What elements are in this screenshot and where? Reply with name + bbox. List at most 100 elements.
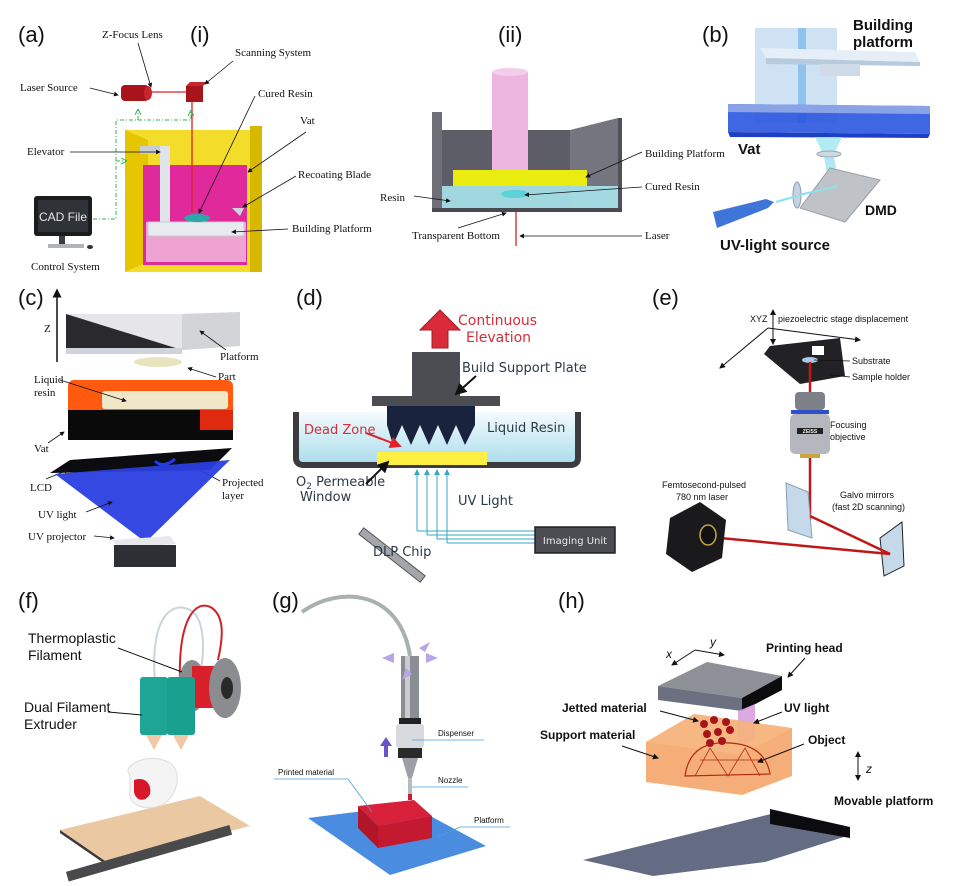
label-projected-layer-1: Projected [222, 477, 264, 489]
label-liquid-resin-2: resin [34, 387, 56, 399]
control-signal-lines [93, 110, 191, 220]
panel-h: (h) x y Printing head Jetted material UV… [540, 580, 955, 886]
label-y-h: y [709, 635, 717, 649]
filament-red [178, 604, 223, 683]
label-z-focus-lens: Z-Focus Lens [102, 29, 163, 41]
label-recoating-blade: Recoating Blade [298, 169, 371, 181]
panel-h-svg: (h) x y Printing head Jetted material UV… [540, 588, 933, 876]
dispenser-body [396, 656, 424, 800]
panel-e: (e) XYZ piezoelectric stage displacement… [640, 280, 955, 580]
galvo-mirror-2 [879, 521, 905, 577]
label-movable-platform: Movable platform [834, 794, 933, 808]
label-projected-layer-2: layer [222, 490, 244, 502]
label-object: Object [808, 733, 845, 747]
imaging-unit-box [534, 526, 616, 554]
focusing-objective: ZEISS [790, 392, 830, 458]
computer-icon: CAD File [34, 196, 93, 249]
printing-head [658, 662, 782, 711]
o2-permeable-window [377, 452, 487, 465]
lens-b [816, 150, 842, 158]
vat-b [728, 104, 930, 138]
panel-f-svg: (f) Thermoplastic Filament Dual Filament… [18, 588, 250, 882]
zeiss-logo-text: ZEISS [803, 429, 818, 435]
panel-g: (g) Printed material Dispenser Nozzle Pl… [260, 580, 560, 886]
label-dmd: DMD [865, 202, 897, 218]
label-femtosecond-2: 780 nm laser [676, 492, 728, 502]
label-o2-window-2: Window [300, 490, 352, 505]
uv-light-beam-c [55, 460, 230, 538]
label-dual-extruder-1: Dual Filament [24, 699, 110, 715]
label-focusing-objective-2: objective [830, 432, 866, 442]
z-column-pink [492, 72, 528, 172]
label-elevator: Elevator [27, 146, 65, 158]
label-vat-c: Vat [34, 443, 49, 455]
panel-f: (f) Thermoplastic Filament Dual Filament… [0, 580, 260, 886]
cured-resin-ii [501, 190, 529, 198]
panel-b: (b) Building platform Vat DMD UV-light s… [680, 0, 955, 280]
substrate [802, 357, 818, 363]
xyz-axes [719, 309, 861, 369]
label-building-platform-b-1: Building [853, 17, 913, 34]
label-vat: Vat [300, 115, 315, 127]
dlp-chip [358, 527, 426, 583]
label-uv-light-h: UV light [784, 701, 829, 715]
label-dlp-chip: DLP Chip [373, 545, 431, 560]
label-printed-material: Printed material [278, 768, 334, 777]
label-continuous-elevation-2: Elevation [466, 330, 531, 346]
feed-tube [300, 594, 412, 657]
up-arrow-g [380, 737, 392, 757]
scanning-system-icon [186, 82, 207, 102]
build-support-plate [372, 396, 500, 406]
jetted-droplets [700, 716, 734, 747]
label-cured-resin: Cured Resin [258, 88, 313, 100]
printed-material-g [358, 800, 432, 848]
galvo-mirror-1 [785, 482, 813, 539]
cured-resin [184, 214, 210, 222]
panel-d-label: (d) [296, 285, 323, 310]
uv-light-rays-d [414, 469, 535, 544]
label-dual-extruder-2: Extruder [24, 716, 77, 732]
panel-d: (d) Continuous Elevation Build Support P… [280, 280, 640, 583]
panel-a-ii-label: (ii) [498, 22, 522, 47]
movable-platform [583, 813, 850, 876]
label-jetted-material: Jetted material [562, 701, 647, 715]
label-lcd: LCD [30, 482, 52, 494]
building-platform [147, 221, 245, 237]
label-uv-light-c: UV light [38, 509, 77, 521]
dual-extruder [140, 677, 195, 750]
panel-d-svg: (d) Continuous Elevation Build Support P… [293, 285, 616, 583]
platform-c [66, 312, 240, 367]
label-substrate: Substrate [852, 356, 891, 366]
label-uv-projector: UV projector [28, 531, 86, 543]
resin-cyan [442, 186, 618, 208]
label-galvo-1: Galvo mirrors [840, 490, 895, 500]
panel-c: (c) Z Platform Part Liquid resin Vat LCD… [0, 280, 280, 580]
label-thermoplastic-1: Thermoplastic [28, 630, 116, 646]
label-dispenser: Dispenser [438, 729, 474, 738]
label-building-platform: Building Platform [292, 223, 372, 235]
label-nozzle: Nozzle [438, 776, 463, 785]
panel-g-label: (g) [272, 588, 299, 613]
uv-cone-b [815, 137, 842, 152]
label-imaging-unit: Imaging Unit [543, 536, 607, 547]
panel-a-i-label: (i) [190, 22, 210, 47]
label-vat-b: Vat [738, 141, 761, 158]
panel-a-ii: (ii) Resin Building Platform Cured Resin… [380, 0, 725, 280]
filament-white [153, 606, 204, 683]
label-support-material: Support material [540, 728, 635, 742]
recoating-blade [232, 208, 244, 216]
cad-file-text: CAD File [39, 210, 87, 224]
label-building-platform-ii: Building Platform [645, 148, 725, 160]
panel-g-svg: (g) Printed material Dispenser Nozzle Pl… [272, 588, 510, 875]
label-building-platform-b-2: platform [853, 34, 913, 51]
label-o2-window-1: O2 Permeable [296, 475, 385, 492]
label-z-h: z [865, 762, 872, 776]
uv-light-source-icon [713, 199, 774, 228]
motion-arrows-g [382, 642, 438, 680]
build-support-column [412, 352, 460, 400]
panel-e-svg: (e) XYZ piezoelectric stage displacement… [652, 285, 910, 577]
panel-h-label: (h) [558, 588, 585, 613]
panel-b-svg: (b) Building platform Vat DMD UV-light s… [702, 17, 930, 254]
label-femtosecond-1: Femtosecond-pulsed [662, 480, 746, 490]
dmd-icon [799, 167, 881, 223]
